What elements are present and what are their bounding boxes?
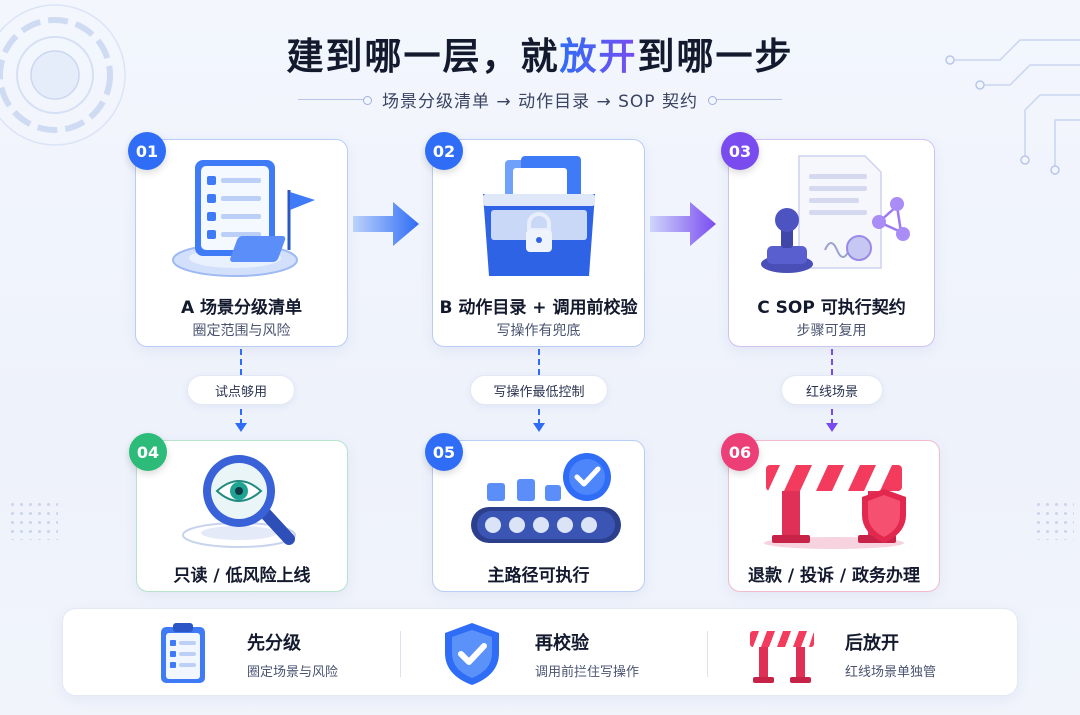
card-title: A 场景分级清单 [180,298,303,318]
summary-title: 后放开 [845,633,899,654]
card-subtitle: 步骤可复用 [796,323,867,339]
flow-arrow-right-icon [650,202,716,246]
card-subtitle: 圈定范围与风险 [192,323,291,339]
card-title: 主路径可执行 [487,566,590,586]
checklist-flag-icon [171,160,315,277]
card-04: 04 只读 / 低风险上线 [129,433,348,592]
summary-item: 后放开 红线场景单独管 [747,609,1007,697]
card-01: 01 A 场景分级清单 圈定范围与风险 [128,132,348,347]
barrier-icon [750,631,814,683]
card-badge: 06 [721,433,759,471]
barrier-shield-icon [764,465,906,549]
magnifier-eye-icon [182,455,296,548]
card-badge: 01 [128,132,166,170]
card-05: 05 主路径可执行 [425,433,645,592]
summary-divider [400,631,401,677]
summary-title: 再校验 [535,633,589,654]
subtitle-line-right [707,95,782,105]
card-06: 06 退款 / 投诉 / 政务办理 [721,433,940,592]
subtitle-line-left [298,95,373,105]
page-title: 建到哪一层，就放开到哪一步 [286,35,794,78]
card-badge: 03 [721,132,759,170]
summary-title: 先分级 [247,633,301,654]
summary-subtitle: 圈定场景与风险 [247,665,339,680]
card-title: B 动作目录 + 调用前校验 [439,298,638,318]
tech-circle-decoration [0,4,126,146]
summary-subtitle: 调用前拦住写操作 [535,665,640,680]
card-title: 只读 / 低风险上线 [173,566,311,586]
flow-arrow-right-icon [353,202,419,246]
card-03: 03 C SOP 可执行契约 步骤可复用 [721,132,935,347]
subtitle-row: 场景分级清单 → 动作目录 → SOP 契约 [0,86,1080,112]
card-02: 02 B 动作目录 + 调用前校验 写操作有兜底 [425,132,645,347]
connector-label: 红线场景 [781,375,883,405]
card-badge: 04 [129,433,167,471]
shield-check-icon [445,623,499,685]
card-title: 退款 / 投诉 / 政务办理 [747,566,921,586]
card-badge: 05 [425,433,463,471]
title-highlight: 放开 [559,35,638,78]
circuit-lines-decoration [945,39,1080,175]
clipboard-checklist-icon [161,623,205,683]
card-title: C SOP 可执行契约 [757,298,906,318]
connector-arrow-icon [533,423,545,432]
dot-grid-decoration [8,500,58,540]
connector-arrow-icon [235,423,247,432]
summary-divider [707,631,708,677]
locked-file-box-icon [482,156,595,276]
card-subtitle: 写操作有兜底 [496,323,581,339]
connector-arrow-icon [826,423,838,432]
summary-item: 再校验 调用前拦住写操作 [437,609,697,697]
connector-label: 写操作最低控制 [470,375,608,405]
summary-item: 先分级 圈定场景与风险 [149,609,409,697]
contract-stamp-icon [760,155,910,273]
conveyor-check-icon [470,453,621,543]
summary-bar: 先分级 圈定场景与风险 再校验 调用前拦住写操作 后放开 红线场景单独管 [62,608,1018,696]
connector-label: 试点够用 [187,375,295,405]
summary-subtitle: 红线场景单独管 [845,665,937,680]
dot-grid-decoration [1034,500,1074,540]
page-subtitle: 场景分级清单 → 动作目录 → SOP 契约 [382,91,698,112]
card-badge: 02 [425,132,463,170]
